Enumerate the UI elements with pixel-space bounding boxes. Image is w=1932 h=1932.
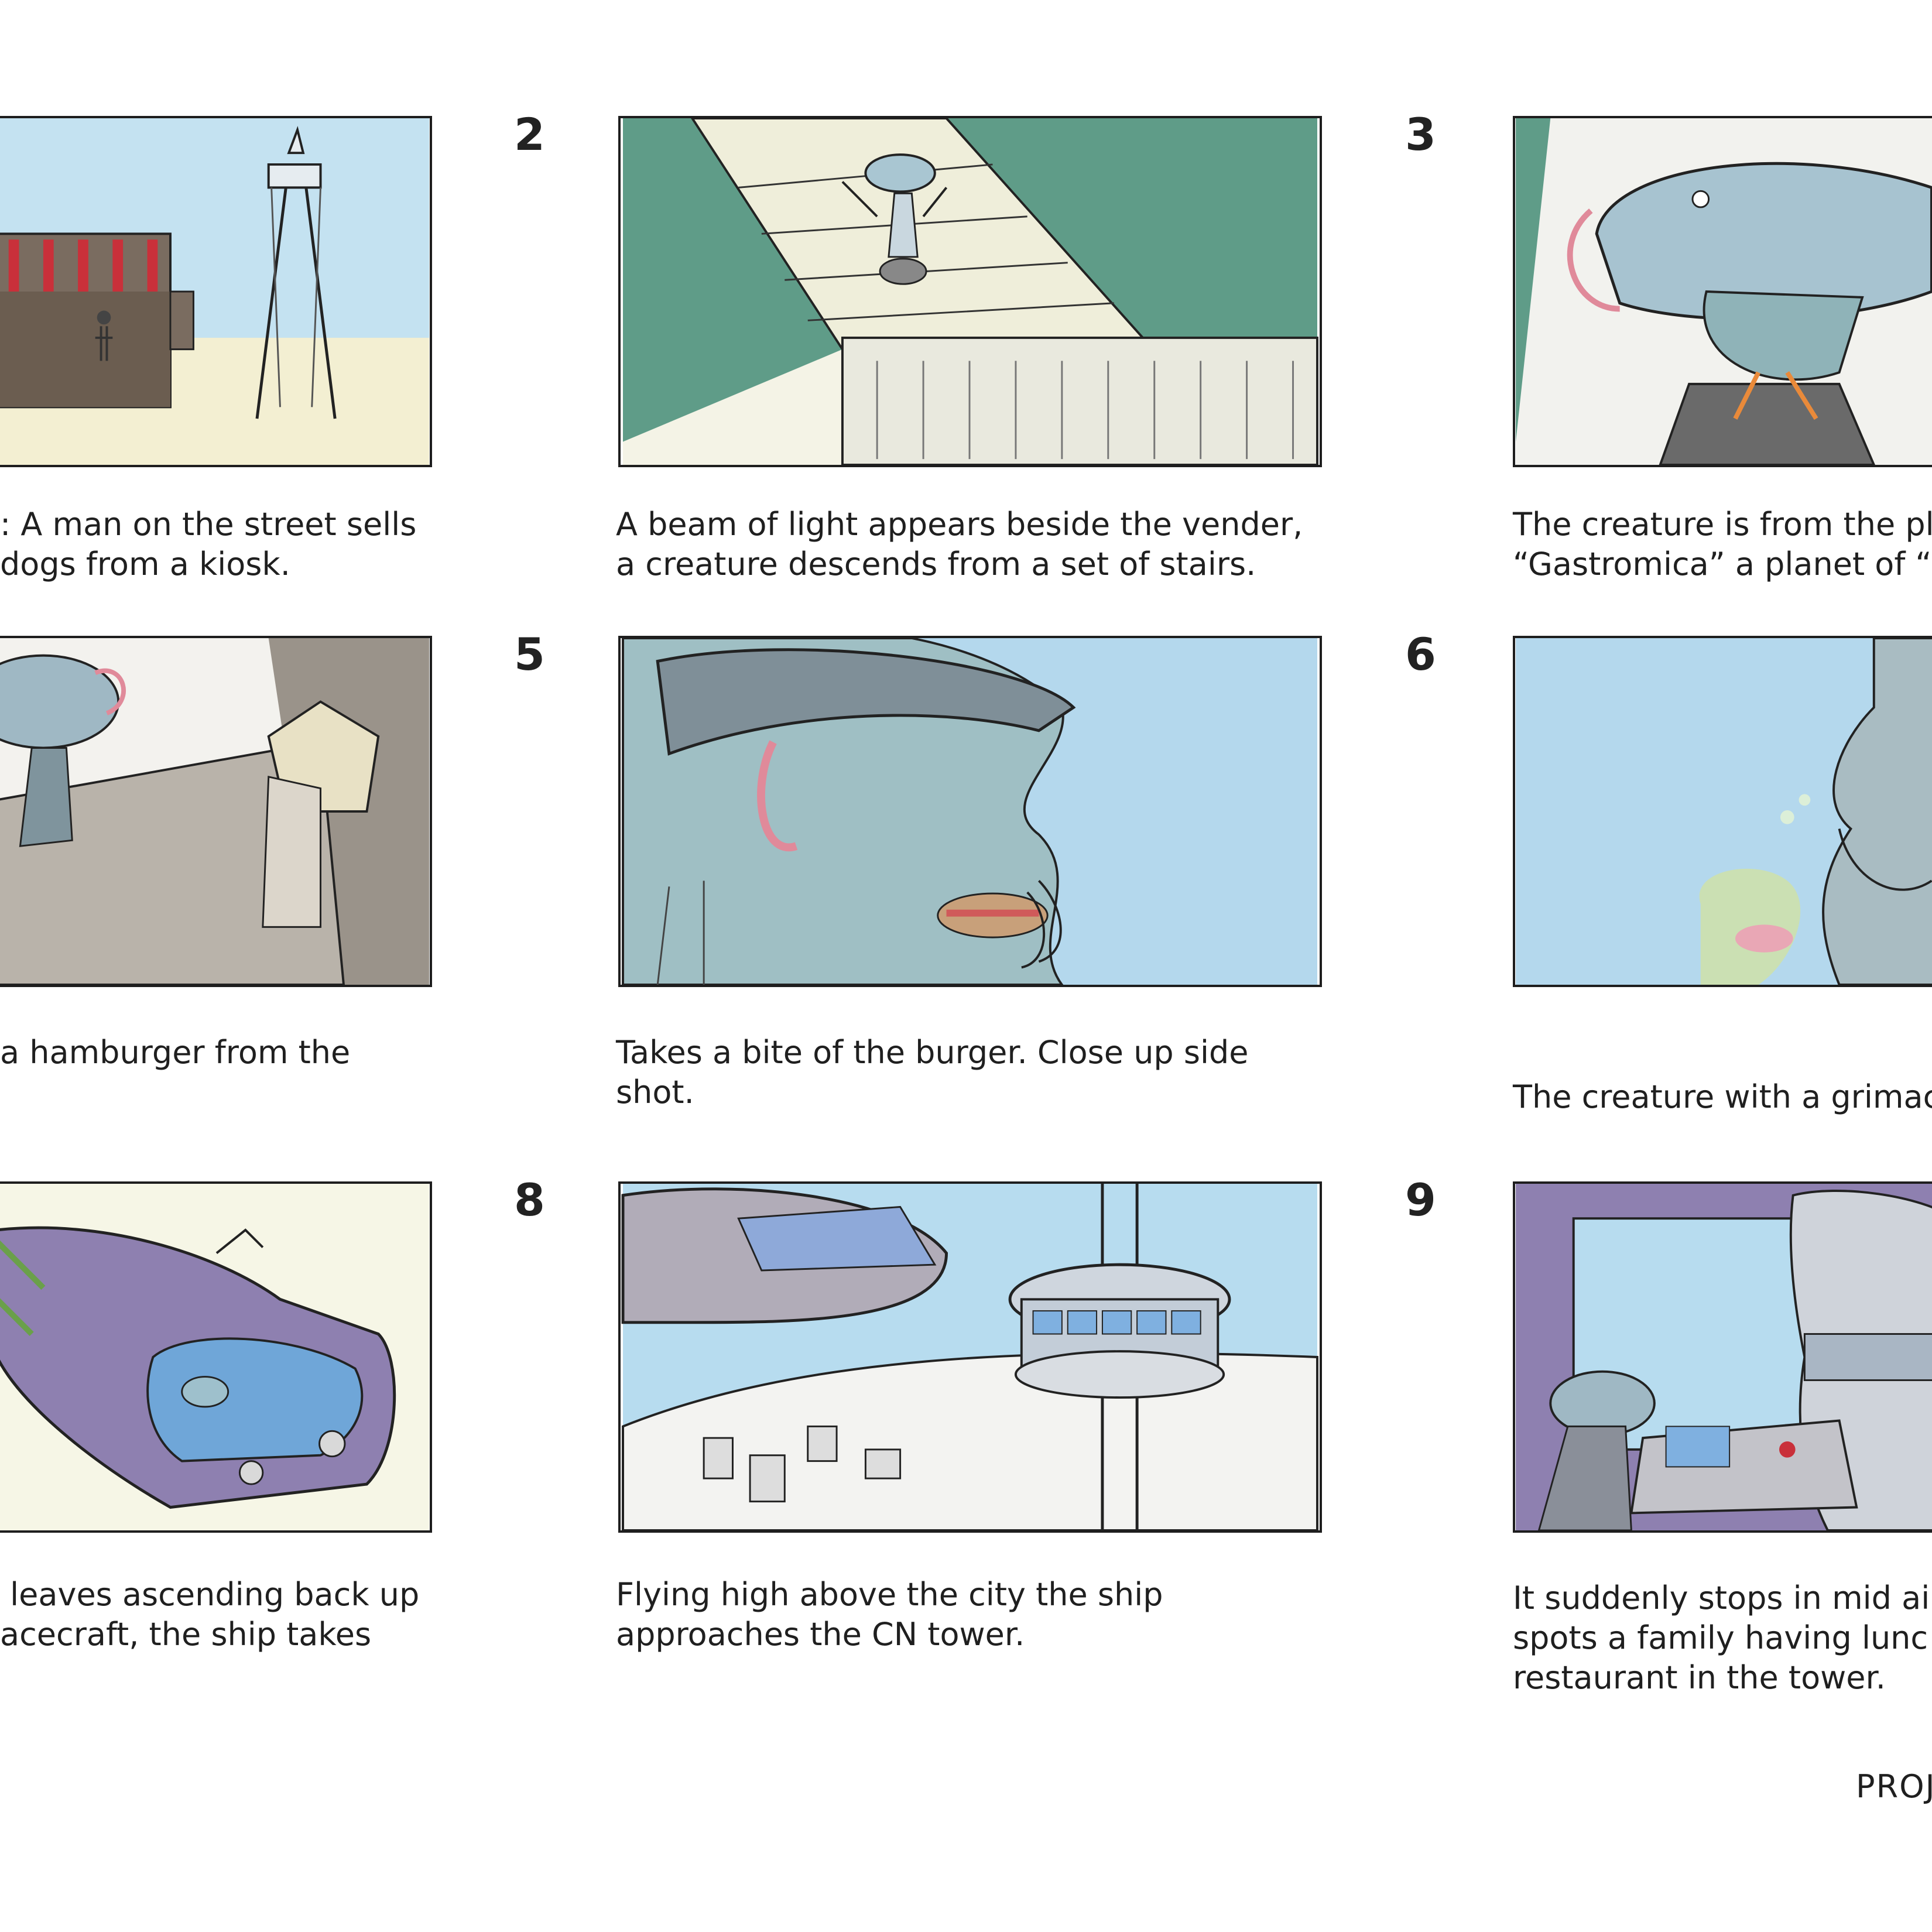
panel-number-9: 9 [1405,1174,1436,1226]
city-flyover-sketch [621,1184,1318,1530]
panel-caption-4: a hamburger from the [0,1034,351,1071]
panel-caption-7: leaves ascending back up acecraft, the s… [0,1576,420,1653]
panel-caption-5: Takes a bite of the burger. Close up sid… [616,1034,1249,1111]
panel-number-5: 5 [514,628,545,680]
storyboard-frame-1 [0,116,432,467]
storyboard-frame-4 [0,636,432,987]
panel-caption-8: Flying high above the city the ship appr… [616,1576,1163,1653]
creature-grimace-sketch [1516,638,1932,985]
project-footer-label: PROJ [1856,1768,1932,1805]
storyboard-frame-8 [618,1181,1322,1533]
kiosk-sketch [0,118,430,465]
storyboard-frame-9 [1513,1181,1932,1533]
storyboard-frame-2 [618,116,1322,467]
panel-caption-2: A beam of light appears beside the vende… [616,506,1303,583]
panel-number-2: 2 [514,108,545,160]
panel-number-8: 8 [514,1174,545,1226]
panel-caption-1: : A man on the street sells dogs from a … [0,506,417,583]
creature-closeup-sketch [1516,118,1932,465]
hamburger-purchase-sketch [0,638,430,985]
panel-caption-6: The creature with a grimac [1513,1078,1932,1115]
spacecraft-departure-sketch [0,1184,430,1530]
panel-caption-9: It suddenly stops in mid ai spots a fami… [1513,1580,1930,1696]
panel-number-3: 3 [1405,108,1436,160]
storyboard-frame-7 [0,1181,432,1533]
storyboard-frame-5 [618,636,1322,987]
panel-number-6: 6 [1405,628,1436,680]
storyboard-frame-6 [1513,636,1932,987]
panel-caption-3: The creature is from the pl “Gastromica”… [1513,506,1932,583]
stairs-descent-sketch [623,118,1318,465]
control-room-sketch [1516,1184,1932,1530]
storyboard-frame-3 [1513,116,1932,467]
burger-bite-sketch [622,638,1317,985]
